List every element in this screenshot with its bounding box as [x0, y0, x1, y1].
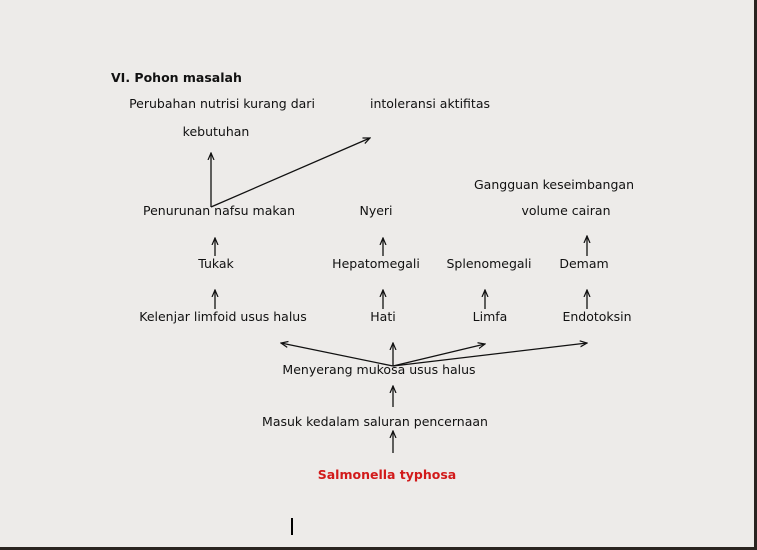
- node-splenomegali: Splenomegali: [446, 256, 532, 271]
- node-salmonella-typhosa: Salmonella typhosa: [317, 467, 457, 482]
- arrow-menyerang-to-kelenjar: [281, 343, 394, 367]
- node-endotoksin: Endotoksin: [562, 309, 632, 324]
- node-penurunan-nafsu-makan: Penurunan nafsu makan: [143, 203, 295, 218]
- window-border-right: [754, 0, 757, 550]
- section-title: VI. Pohon masalah: [111, 70, 242, 85]
- arrow-menyerang-to-endotoksin: [392, 343, 587, 367]
- node-nyeri: Nyeri: [359, 203, 393, 218]
- arrow-penurunan-to-intoleransi: [210, 138, 370, 208]
- node-masuk-saluran: Masuk kedalam saluran pencernaan: [262, 414, 488, 429]
- node-gangguan-line1: Gangguan keseimbangan: [474, 177, 634, 192]
- node-tukak: Tukak: [198, 256, 234, 271]
- node-hati: Hati: [370, 309, 396, 324]
- window-border-bottom: [0, 547, 757, 550]
- node-gangguan-line2: volume cairan: [521, 203, 611, 218]
- node-perubahan-nutrisi-line2: kebutuhan: [182, 124, 250, 139]
- node-limfa: Limfa: [472, 309, 508, 324]
- node-intoleransi-aktifitas: intoleransi aktifitas: [369, 96, 491, 111]
- node-demam: Demam: [559, 256, 609, 271]
- node-kelenjar-limfoid: Kelenjar limfoid usus halus: [139, 309, 307, 324]
- text-cursor: [291, 518, 293, 535]
- node-hepatomegali: Hepatomegali: [332, 256, 420, 271]
- node-perubahan-nutrisi-line1: Perubahan nutrisi kurang dari: [129, 96, 315, 111]
- node-menyerang-mukosa: Menyerang mukosa usus halus: [282, 362, 476, 377]
- arrow-menyerang-to-limfa: [392, 344, 485, 367]
